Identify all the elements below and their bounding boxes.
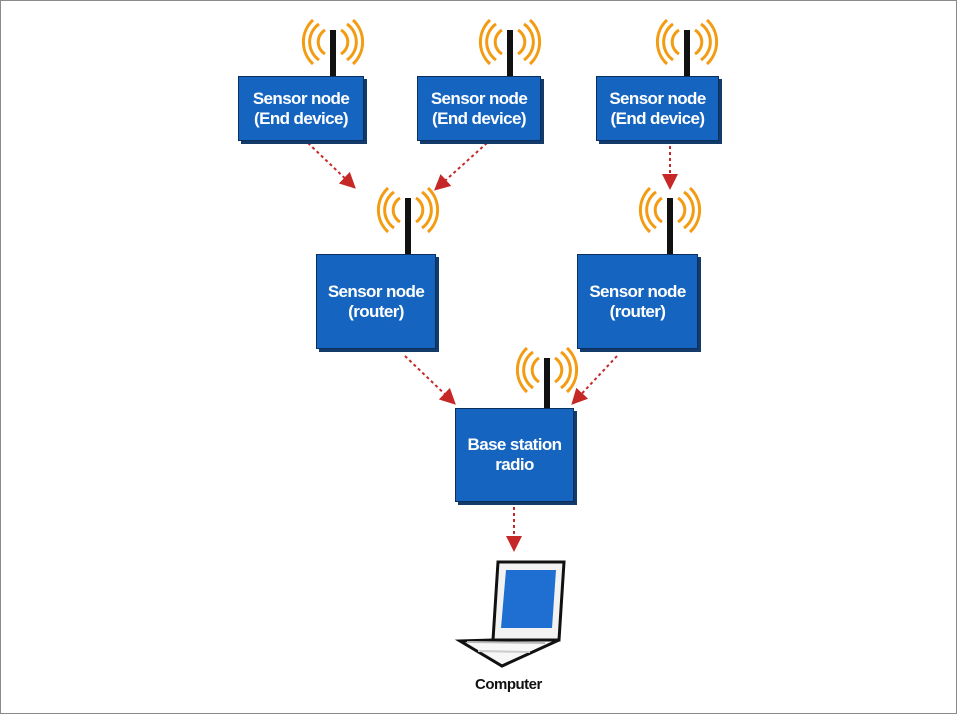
node-end-device-2: Sensor node (End device) (417, 76, 541, 141)
arrow-icon (307, 142, 356, 189)
arrow-icon (571, 355, 618, 405)
node-title: Sensor node (609, 88, 706, 108)
node-title: Sensor node (589, 281, 686, 301)
node-router-2: Sensor node (router) (577, 254, 698, 349)
node-router-1: Sensor node (router) (316, 254, 436, 349)
node-base-station: Base station radio (455, 408, 574, 502)
node-subtitle: (router) (348, 301, 404, 321)
antenna-icon (376, 186, 440, 256)
antenna-icon (515, 346, 579, 410)
node-end-device-1: Sensor node (End device) (238, 76, 364, 141)
antenna-icon (638, 186, 702, 256)
node-subtitle: (End device) (610, 108, 705, 128)
computer-label: Computer (475, 676, 542, 693)
node-end-device-3: Sensor node (End device) (596, 76, 719, 141)
node-title: Base station (467, 435, 562, 454)
antenna-icon (478, 18, 542, 78)
node-subtitle: (router) (609, 301, 666, 321)
node-subtitle: radio (495, 455, 534, 474)
arrow-icon (434, 142, 488, 191)
antenna-icon (655, 18, 719, 78)
node-subtitle: (End device) (432, 108, 526, 128)
node-subtitle: (End device) (254, 108, 348, 128)
laptop-icon (454, 560, 566, 668)
node-title: Sensor node (430, 88, 528, 108)
node-title: Sensor node (327, 281, 425, 301)
node-title: Sensor node (252, 88, 350, 108)
arrow-icon (404, 355, 456, 405)
antenna-icon (301, 18, 365, 78)
